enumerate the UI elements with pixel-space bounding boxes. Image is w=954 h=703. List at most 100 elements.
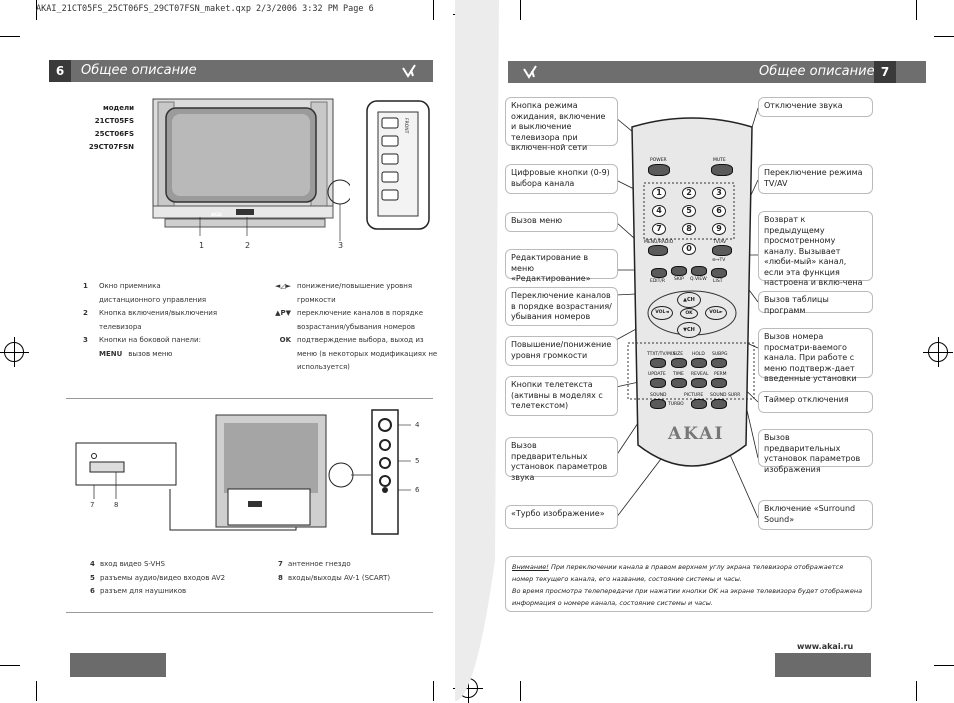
model-name: 21CT05FS [94,117,134,125]
subpage-label: SUBPG [712,352,728,357]
note-box: Внимание! При переключении канала в прав… [505,556,872,612]
subpage-button[interactable] [711,358,727,368]
list-label: LIST [713,279,723,284]
digit-3-button[interactable]: 3 [712,187,726,199]
picture-preset-button[interactable] [691,399,707,409]
label-digits: Цифровые кнопки (0-9) выбора канала [505,164,618,194]
registration-mark [923,337,953,367]
digit-2-button[interactable]: 2 [682,187,696,199]
page-number: 7 [874,61,896,83]
legend-item: ◄◿►понижение/повышение уровня громкости [274,282,413,304]
digit-6-button[interactable]: 6 [712,205,726,217]
page-title: Общее описание [81,63,197,78]
reveal-label: REVEAL [691,372,709,377]
digit-8-button[interactable]: 8 [682,223,696,235]
callout-number: 6 [415,486,420,494]
time-button[interactable] [671,378,687,388]
ttx-label: TTXT/TV/MIX [647,352,676,357]
crop-mark [520,0,521,20]
callout-number: 1 [199,241,205,250]
power-label: POWER [650,158,667,163]
note-line: Внимание! При переключении канала в прав… [512,563,844,583]
edit-label: EDIT/R [650,279,666,284]
callout-number: 3 [338,241,344,250]
update-button[interactable] [650,378,666,388]
callout-number: 7 [90,501,95,509]
digit-5-button[interactable]: 5 [682,205,696,217]
power-button[interactable] [648,164,670,176]
label-standby: Кнопка режима ожидания, включение и выкл… [505,97,618,152]
time-label: TIME [673,372,684,377]
skip-button[interactable] [671,266,687,276]
teletext-button[interactable] [650,358,666,368]
size-label: SIZE [673,352,684,357]
left-header-bar: 6 Общее описание [49,60,433,82]
digit-0-button[interactable]: 0 [682,243,696,255]
label-picture-presets: Вызов предварительных установок параметр… [758,429,873,474]
website-link[interactable]: www.akai.ru [797,642,854,651]
label-volume: Повышение/понижение уровня громкости [505,336,618,366]
label-mute: Отключение звука [758,97,873,117]
note-line: Во время просмотра телепередачи при нажа… [512,587,863,607]
model-name: 29CT07FSN [88,143,134,151]
perm-button[interactable] [711,378,727,388]
tvav-label: TV/AV [713,240,727,245]
label-turbo: «Турбо изображение» [505,505,618,529]
tv-front-illustration [152,98,350,241]
qview-button[interactable] [691,266,707,276]
digit-1-button[interactable]: 1 [652,187,666,199]
menu-label: MENU/RADIO [644,240,674,245]
size-button[interactable] [671,358,687,368]
digit-7-button[interactable]: 7 [652,223,666,235]
sound-preset-button[interactable] [650,399,666,409]
turbo-label: TURBO [668,402,684,407]
label-display: Вызов номера просматри-ваемого канала. П… [758,328,873,383]
update-label: UPDATE [648,372,666,377]
crop-mark [433,0,434,20]
akai-logo-icon [399,62,421,80]
menu-button[interactable] [648,245,668,256]
surround-label: SOUND SURR [710,393,741,398]
hold-button[interactable] [691,358,707,368]
crop-mark [916,0,917,20]
edit-button[interactable] [651,268,667,278]
channel-up-button[interactable]: ▲CH [677,292,701,308]
sound-label: SOUND [650,393,667,398]
tv-back-illustration [75,409,411,535]
surround-button[interactable] [711,399,727,409]
ok-button[interactable]: OK [680,308,698,319]
digit-4-button[interactable]: 4 [652,205,666,217]
registration-mark [0,337,29,367]
models-list: модели 21CT05FS 25CT06FS 29CT07FSN [70,102,134,154]
decorative-v-watermark [455,0,499,701]
crop-mark [934,665,954,666]
channel-down-button[interactable]: ▼CH [677,322,701,338]
front-legend-right: ◄◿►понижение/повышение уровня громкости … [233,280,438,375]
label-recall: Возврат к предыдущему просмотренному кан… [758,211,873,298]
reveal-button[interactable] [691,378,707,388]
label-edit: Редактирование в меню «Редактирование» [505,249,618,283]
volume-down-button[interactable]: VOL◄ [651,306,673,320]
page-title: Общее описание [759,64,875,79]
page-number: 6 [49,60,71,82]
label-sleep: Таймер отключения [758,391,873,413]
label-surround: Включение «Surround Sound» [758,500,873,530]
digit-9-button[interactable]: 9 [712,223,726,235]
mute-button[interactable] [711,164,733,176]
list-button[interactable] [711,268,727,278]
volume-up-button[interactable]: VOL► [705,306,727,320]
footer-gray-block [70,653,166,677]
section-divider [66,398,433,399]
callout-number: 5 [415,457,420,465]
qview-label: Q.VIEW [690,277,707,282]
tvav-button[interactable] [712,245,732,256]
crop-mark [36,681,37,701]
